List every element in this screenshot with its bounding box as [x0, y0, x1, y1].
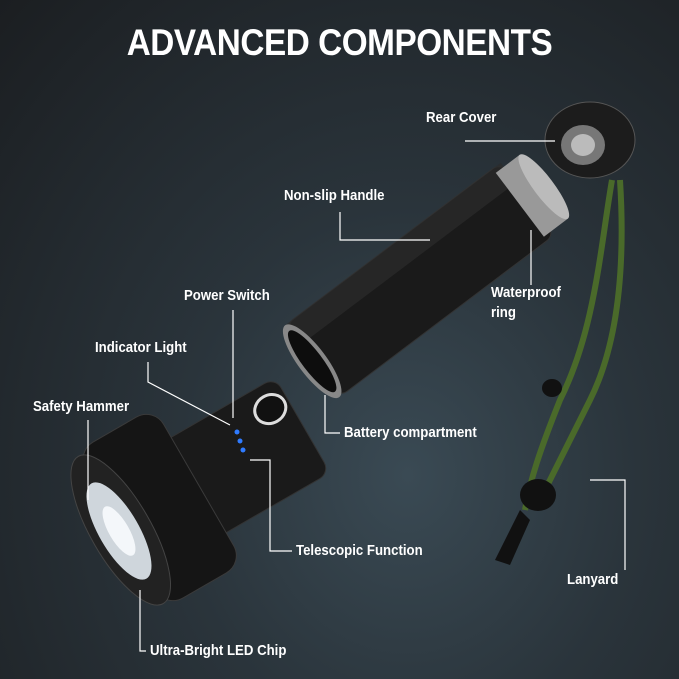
handle-tube [282, 154, 570, 399]
label-battery-compartment: Battery compartment [344, 424, 477, 441]
label-waterproof-ring-line1: Waterproof [491, 284, 561, 301]
label-rear-cover: Rear Cover [426, 109, 497, 126]
label-lanyard: Lanyard [567, 571, 619, 588]
label-power-switch: Power Switch [184, 287, 270, 304]
label-led-chip: Ultra-Bright LED Chip [150, 642, 287, 659]
rear-cover [544, 101, 636, 179]
page-title: ADVANCED COMPONENTS [126, 22, 553, 63]
label-safety-hammer: Safety Hammer [33, 398, 130, 415]
label-indicator-light: Indicator Light [95, 339, 187, 356]
label-waterproof-ring-line2: ring [491, 304, 516, 321]
leader-lines [87, 140, 626, 652]
flashlight-head [70, 381, 327, 606]
label-telescopic-function: Telescopic Function [296, 542, 423, 559]
lanyard-cord [522, 179, 625, 511]
indicator-light [234, 429, 240, 435]
label-non-slip-handle: Non-slip Handle [284, 187, 385, 204]
